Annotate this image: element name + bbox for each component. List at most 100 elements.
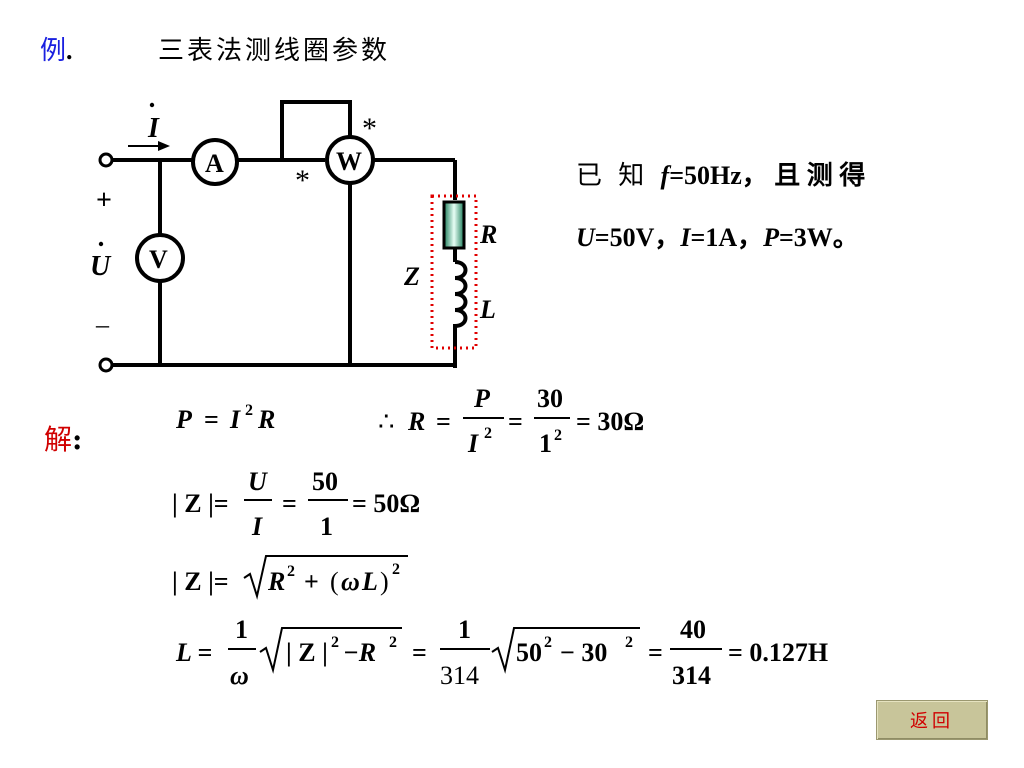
eq4-lhs: | Z |= [172, 567, 229, 596]
given-u-value: =50V， [594, 223, 681, 252]
equation-power: P = I 2 R [175, 402, 275, 434]
current-phasor-dot [149, 102, 155, 108]
wattmeter [325, 135, 375, 185]
solution-label-text: 解 [44, 423, 73, 456]
eq3-lhs: | Z |= [172, 489, 229, 518]
ammeter-label: A [205, 149, 224, 178]
heading-dot: . [66, 36, 73, 65]
current-label: I [147, 113, 160, 144]
eq1-i: I [229, 405, 241, 434]
eq3-result: = 50Ω [352, 489, 420, 518]
equation-impedance-magnitude: | Z |= U I = 50 1 = 50Ω [172, 467, 420, 541]
eq3-num: U [248, 467, 268, 496]
eq5-rad2-exp-2: 2 [625, 634, 633, 651]
eq2-equals-2: = [508, 407, 523, 436]
inductor [453, 260, 468, 342]
plus-sign: + [96, 185, 112, 216]
eq3-den2: 1 [320, 512, 333, 541]
minus-sign: – [95, 310, 110, 339]
eq5-den2: 314 [440, 661, 479, 690]
wire-w-loop [280, 100, 352, 160]
given-i-value: =1A， [690, 223, 764, 252]
eq5-rad1-z: | Z | [286, 638, 328, 667]
eq5-sqrt-1 [259, 627, 402, 674]
voltmeter [135, 233, 185, 283]
wattmeter-label: W [336, 147, 362, 176]
eq1-p: P [175, 405, 193, 434]
given-line-2: U=50V，I=1A，P=3W。 [576, 217, 859, 254]
eq5-num: 1 [235, 615, 248, 644]
eq2-den2-exp: 2 [554, 427, 562, 444]
given-line-1: 已 知 f=50Hz， 且 测 得 [576, 155, 865, 192]
eq5-den3: 314 [672, 661, 711, 690]
eq5-rad2-exp-1: 2 [544, 634, 552, 651]
given-i-symbol: I [680, 223, 691, 252]
eq4-r: R [267, 567, 285, 596]
eq4-sqrt [243, 555, 408, 600]
eq1-equals: = [204, 405, 219, 434]
eq2-den2: 1 [539, 429, 552, 458]
eq2-equals-1: = [436, 407, 451, 436]
example-heading: 例. 三表法测线圈参数 [40, 30, 387, 67]
eq5-num2: 1 [458, 615, 471, 644]
voltmeter-label: V [149, 245, 168, 274]
given-p-symbol: P [763, 223, 779, 252]
ammeter [191, 138, 239, 186]
solution-colon: : [72, 423, 83, 456]
eq4-open: ( [330, 567, 339, 596]
eq4-exp: 2 [287, 563, 295, 580]
eq5-rad1-exp: 2 [331, 634, 339, 651]
given-frequency-rest: =50Hz， 且 测 得 [669, 161, 866, 190]
eq3-num2: 50 [312, 467, 338, 496]
given-u-symbol: U [576, 223, 595, 252]
page-title: 三表法测线圈参数 [158, 36, 391, 66]
example-label: 例 [40, 36, 67, 66]
eq5-result: = 0.127H [728, 638, 828, 667]
eq2-den: I [467, 429, 479, 458]
eq2-num2: 30 [537, 384, 563, 413]
eq4-omega: ω [341, 567, 360, 596]
eq5-num3: 40 [680, 615, 706, 644]
eq5-rad1-exp-r: 2 [389, 634, 397, 651]
eq2-den-exp: 2 [484, 425, 492, 442]
load-impedance-box [430, 194, 478, 350]
eq3-equals: = [282, 489, 297, 518]
eq5-sqrt-2 [491, 627, 640, 674]
equation-inductance: L = 1 ω | Z | 2 −R 2 = 1 314 50 2 − 30 2… [175, 615, 828, 690]
eq4-close: ) [380, 567, 389, 596]
resistor-label: R [479, 220, 497, 249]
eq1-exp: 2 [245, 402, 253, 419]
eq4-plus: + [304, 567, 319, 596]
voltage-label: U [90, 251, 112, 282]
solution-label: 解: [44, 418, 82, 458]
eq2-therefore: ∴ [378, 407, 395, 436]
eq3-den: I [251, 512, 263, 541]
eq2-num: P [473, 384, 491, 413]
eq2-r: R [407, 407, 425, 436]
eq1-r: R [257, 405, 275, 434]
inductor-label: L [479, 295, 496, 324]
given-p-value: =3W。 [778, 223, 859, 252]
voltage-phasor-dot [98, 241, 104, 247]
eq5-lhs: L = [175, 638, 212, 667]
current-arrow-head [158, 141, 170, 151]
eq5-equals-1: = [412, 638, 427, 667]
wattmeter-star-bottom: * [295, 164, 310, 197]
eq4-l: L [361, 567, 378, 596]
back-button[interactable]: 返回 [876, 700, 988, 740]
equation-impedance-formula: | Z |= R 2 + ( ω L ) 2 [172, 555, 408, 600]
terminal-bottom [98, 357, 114, 373]
wattmeter-star-top: * [362, 112, 377, 145]
impedance-label: Z [403, 262, 420, 291]
eq5-rad2-minus-30: − 30 [560, 638, 607, 667]
eq2-result: = 30Ω [576, 407, 644, 436]
eq5-equals-2: = [648, 638, 663, 667]
eq5-den: ω [230, 661, 249, 690]
frequency-symbol: f [660, 161, 670, 190]
eq5-rad2-50: 50 [516, 638, 542, 667]
terminal-top [98, 152, 114, 168]
eq4-exp2: 2 [392, 561, 400, 578]
equation-resistance: ∴ R = P I 2 = 30 1 2 = 30Ω [378, 384, 644, 458]
